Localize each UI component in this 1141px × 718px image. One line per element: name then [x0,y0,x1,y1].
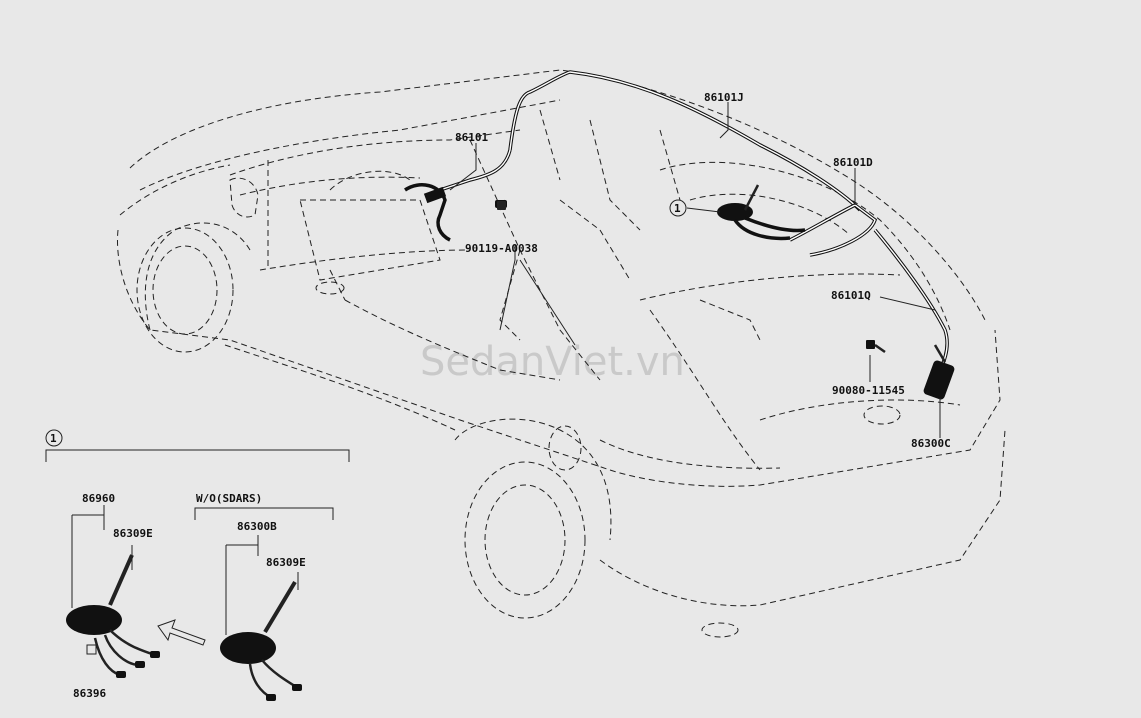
amplifier-86300C [923,344,955,400]
inset-callout-number: 1 [50,432,57,445]
label-86101J: 86101J [704,91,744,104]
inset-detail: 1 86960 86309E 86396 W/O(SDARS) 86300B 8… [45,429,350,701]
bolt-90080 [866,340,886,354]
label-86300B: 86300B [237,520,277,533]
callout-circle [669,199,687,217]
label-86101D: 86101D [833,156,873,169]
callout-number: 1 [674,202,681,215]
antenna-cord-86101Q [873,228,949,371]
roof-antenna-assembly [717,184,806,241]
antenna-cord-86101 [404,183,507,242]
antenna-cord-86101J [439,70,862,212]
label-90080-11545: 90080-11545 [832,384,905,397]
car-body-outline [117,69,1006,638]
leader-lines [449,102,941,438]
label-86309E-b: 86309E [266,556,306,569]
label-90119-A0038: 90119-A0038 [465,242,538,255]
watermark: SedanViet.vn [420,339,685,385]
label-86309E-a: 86309E [113,527,153,540]
label-86101Q: 86101Q [831,289,871,302]
label-86101: 86101 [455,131,488,144]
label-86960: 86960 [82,492,115,505]
antenna-cord-86101D [789,202,878,257]
label-86300C: 86300C [911,437,951,450]
label-wo-sdars: W/O(SDARS) [196,492,262,505]
bolt-90119 [497,201,506,210]
label-86396: 86396 [73,687,106,700]
